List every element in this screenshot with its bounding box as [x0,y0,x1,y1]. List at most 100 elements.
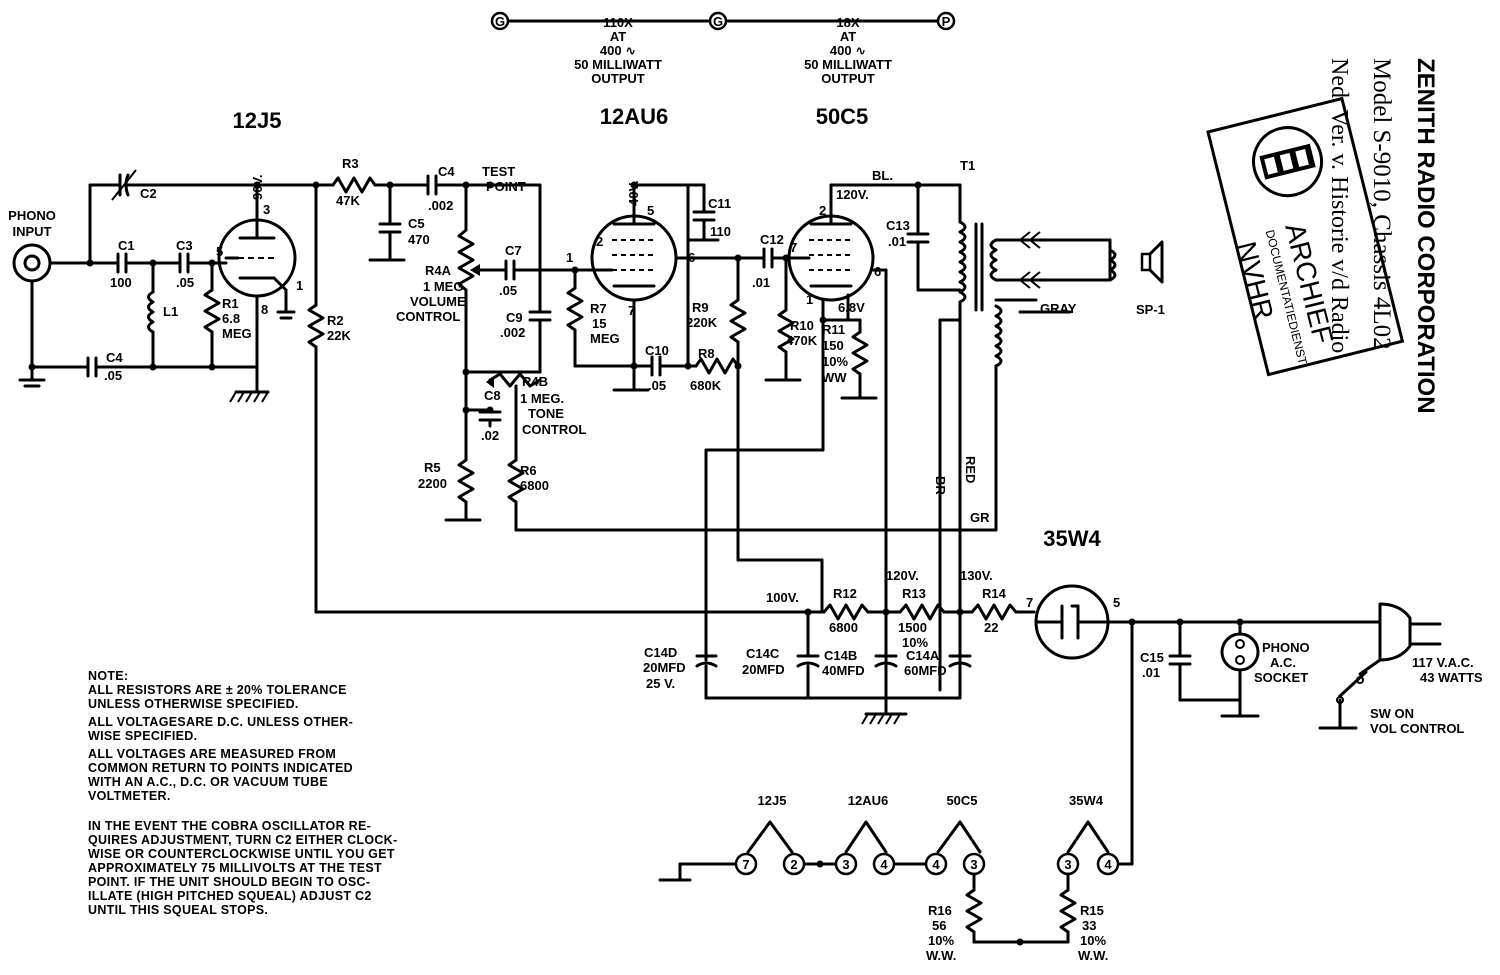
svg-text:7: 7 [628,303,635,318]
tube-label-50c5: 50C5 [816,104,869,129]
svg-text:6800: 6800 [829,620,858,635]
node-label: P [942,14,951,29]
svg-text:QUIRES ADJUSTMENT, TURN C2 EIT: QUIRES ADJUSTMENT, TURN C2 EITHER CLOCK- [88,833,397,847]
svg-text:22K: 22K [327,328,351,343]
svg-text:WITH AN A.C., D.C. OR VACUUM T: WITH AN A.C., D.C. OR VACUUM TUBE [88,775,328,789]
svg-text:.01: .01 [888,234,906,249]
potentiometer-r4b-tone: R4B 1 MEG. TONE CONTROL [464,370,586,462]
node-p [936,11,956,31]
svg-text:60MFD: 60MFD [904,663,947,678]
svg-text:33: 33 [1082,918,1096,933]
resistor-r14: R14 22 [970,586,1018,635]
tube-label-35w4: 35W4 [1043,526,1101,551]
voltage-label: 120V. [886,568,919,583]
test-point-label: POINT [486,179,526,194]
node-g2 [708,11,728,31]
svg-text:.01: .01 [1142,665,1160,680]
svg-text:12AU6: 12AU6 [848,793,888,808]
svg-text:R11: R11 [822,322,845,337]
svg-text:.01: .01 [752,275,770,290]
capacitor-c3: C3 .05 [176,238,194,290]
svg-text:UNTIL THIS SQUEAL STOPS.: UNTIL THIS SQUEAL STOPS. [88,903,268,917]
svg-text:C4: C4 [106,350,123,365]
svg-text:CONTROL: CONTROL [396,309,460,324]
svg-text:10%: 10% [1080,933,1106,948]
inductor-l1: L1 [147,261,178,369]
svg-text:UNLESS OTHERWISE SPECIFIED.: UNLESS OTHERWISE SPECIFIED. [88,697,299,711]
svg-text:R9: R9 [692,300,709,315]
node-label: G [495,14,505,29]
svg-text:15: 15 [592,316,606,331]
svg-text:1: 1 [806,292,813,307]
ground-symbol [861,712,908,725]
capacitor-c14d: C14D 20MFD 25 V. [643,645,718,700]
svg-text:R3: R3 [342,156,359,171]
svg-text:R4B: R4B [522,374,548,389]
ground-symbol [229,390,270,403]
svg-text:SP-1: SP-1 [1136,302,1165,317]
svg-text:IN THE EVENT THE COBRA OSCILLA: IN THE EVENT THE COBRA OSCILLATOR RE- [88,819,371,833]
svg-text:6.8: 6.8 [222,311,240,326]
svg-text:C5: C5 [408,216,425,231]
svg-text:ILLATE (HIGH PITCHED SQUEAL) A: ILLATE (HIGH PITCHED SQUEAL) ADJUST C2 [88,889,372,903]
svg-text:22: 22 [984,620,998,635]
tube-label-12au6: 12AU6 [600,104,668,129]
gain-text: 400 ∿ [830,43,866,58]
potentiometer-r4a-volume: R4A 1 MEG. VOLUME CONTROL [396,183,502,374]
radio-tube-logo-icon [1252,126,1324,198]
capacitor-c9: C9 .002 [500,183,552,374]
svg-text:W.W.: W.W. [1078,948,1108,963]
svg-text:R7: R7 [590,301,607,316]
power-switch: SW ON VOL CONTROL [1318,670,1464,736]
capacitor-c10: C10 .05 [632,343,690,393]
svg-text:10%: 10% [902,635,928,650]
svg-text:CONTROL: CONTROL [522,422,586,437]
resistor-r5: R5 2200 [418,408,482,522]
svg-text:1: 1 [296,278,303,293]
svg-text:.05: .05 [104,368,122,383]
svg-text:470K: 470K [786,333,818,348]
resistor-r12: R12 6800 [822,586,870,635]
resistor-r3: R3 47K [331,156,377,208]
svg-text:A.C.: A.C. [1270,655,1296,670]
svg-text:NOTE:: NOTE: [88,669,128,683]
svg-text:C4: C4 [438,164,455,179]
svg-text:40V.: 40V. [626,180,641,206]
svg-text:R16: R16 [928,903,952,918]
svg-text:C14D: C14D [644,645,677,660]
svg-text:2: 2 [790,857,797,872]
svg-text:WISE SPECIFIED.: WISE SPECIFIED. [88,729,197,743]
svg-text:120V.: 120V. [836,187,869,202]
svg-text:VOLTMETER.: VOLTMETER. [88,789,171,803]
svg-text:ALL RESISTORS ARE ± 20% TOLERA: ALL RESISTORS ARE ± 20% TOLERANCE [88,683,347,697]
svg-text:C15: C15 [1140,650,1164,665]
wire-label-br: BR [933,476,948,495]
capacitor-c2-variable: C2 [111,169,157,201]
svg-text:C8: C8 [484,388,501,403]
svg-text:R12: R12 [833,586,857,601]
gain-text: AT [840,29,856,44]
svg-text:680K: 680K [690,378,722,393]
tube-label-12j5: 12J5 [233,108,282,133]
svg-text:35W4: 35W4 [1069,793,1104,808]
svg-text:T1: T1 [960,158,975,173]
svg-text:VOL CONTROL: VOL CONTROL [1370,721,1464,736]
svg-text:R8: R8 [698,346,715,361]
resistor-r11: R11 150 10% WW [822,318,878,400]
gain-text: 18X [836,15,859,30]
resistor-r13: R13 1500 10% [898,586,946,650]
svg-text:ALL VOLTAGESARE D.C. UNLESS OT: ALL VOLTAGESARE D.C. UNLESS OTHER- [88,715,353,729]
svg-text:R10: R10 [790,318,814,333]
svg-text:C11: C11 [708,196,731,211]
capacitor-c4-lower: C4 .05 [86,350,123,383]
svg-text:.002: .002 [428,198,453,213]
svg-text:C10: C10 [645,343,669,358]
gain-text: 50 MILLIWATT [574,57,662,72]
svg-text:MEG: MEG [222,326,252,341]
capacitor-c14b: C14B 40MFD [822,648,898,714]
svg-text:C13: C13 [886,218,910,233]
svg-text:INPUT: INPUT [13,224,52,239]
company-name: ZENITH RADIO CORPORATION [1412,58,1439,414]
svg-text:100: 100 [110,275,132,290]
svg-text:.05: .05 [176,275,194,290]
